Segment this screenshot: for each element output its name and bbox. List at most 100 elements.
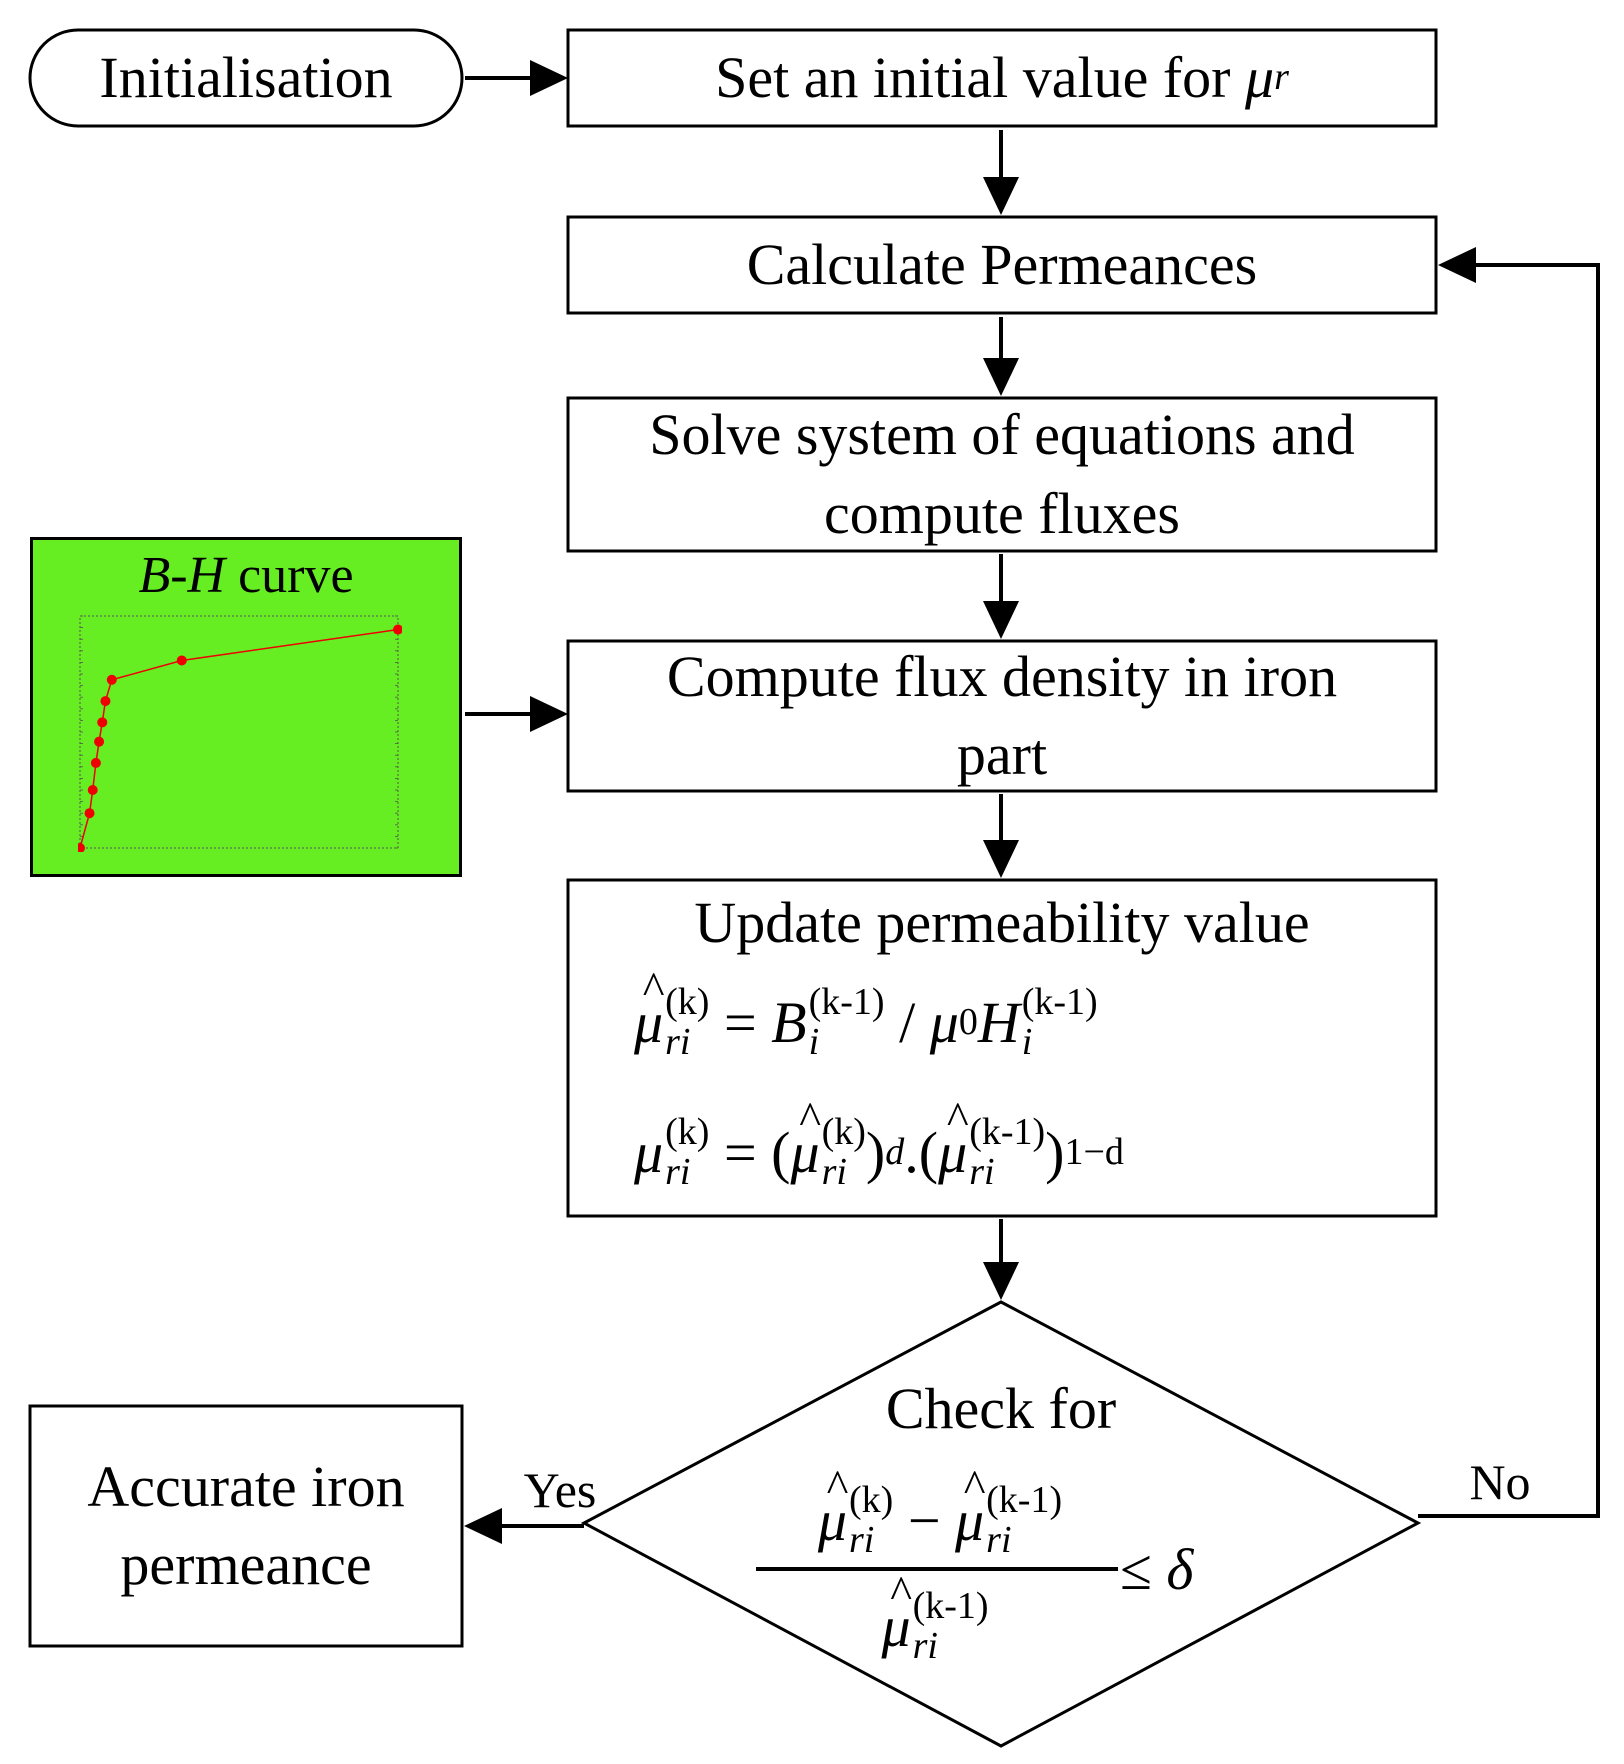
bh-point-0 bbox=[78, 843, 85, 852]
delta-symbol: δ bbox=[1166, 1536, 1194, 1602]
decision-diamond bbox=[580, 1300, 1422, 1748]
mu-hat-indices: (k-1)ri bbox=[912, 1585, 989, 1667]
right-paren: ) bbox=[865, 1119, 886, 1185]
initial-value-text: Set an initial value for bbox=[715, 44, 1231, 110]
yes-text: Yes bbox=[523, 1461, 597, 1518]
bh-point-5 bbox=[97, 717, 108, 728]
k-1-index: (k-1) bbox=[912, 1585, 989, 1628]
no-label: No bbox=[1440, 1452, 1560, 1512]
permeances-label: Calculate Permeances bbox=[746, 231, 1258, 297]
left-paren: ( bbox=[918, 1119, 939, 1185]
bh-title-italic: B-H bbox=[138, 546, 226, 604]
exp-1-minus-d: 1−d bbox=[1064, 1131, 1124, 1174]
ri-index: ri bbox=[912, 1625, 938, 1667]
bh-curve-points bbox=[78, 624, 402, 852]
mu-indices: (k)ri bbox=[665, 1111, 710, 1193]
flux-density-step: Compute flux density in iron part bbox=[568, 641, 1436, 791]
yes-label: Yes bbox=[500, 1460, 620, 1520]
update-step-title: Update permeability value bbox=[568, 888, 1436, 958]
k-1-index: (k-1) bbox=[1021, 981, 1098, 1024]
ri-index: ri bbox=[849, 1519, 875, 1561]
b-indices: (k-1)i bbox=[808, 981, 885, 1063]
solve-box bbox=[566, 396, 1438, 553]
bh-point-8 bbox=[176, 655, 187, 666]
flux-density-box bbox=[566, 639, 1438, 793]
mu-subscript: r bbox=[1274, 56, 1289, 99]
result-step: Accurate iron permeance bbox=[30, 1406, 462, 1646]
decision-denominator: μ (k-1)ri bbox=[800, 1565, 1070, 1672]
solve-line-2: compute fluxes bbox=[824, 480, 1180, 546]
bh-point-1 bbox=[84, 808, 95, 819]
result-line-2: permeance bbox=[120, 1532, 372, 1597]
mu-symbol: μ bbox=[1244, 44, 1275, 110]
ri-index: ri bbox=[665, 1151, 691, 1193]
update-equation-1: μ (k)ri = B (k-1)i / μ0 H (k-1)i bbox=[568, 961, 1436, 1078]
mu-hat: μ bbox=[955, 1459, 986, 1558]
permeances-box bbox=[566, 215, 1438, 315]
mu-hat-indices: (k)ri bbox=[821, 1111, 866, 1193]
no-text: No bbox=[1469, 1453, 1531, 1510]
k-1-index: (k-1) bbox=[969, 1111, 1046, 1154]
equals-sign: = bbox=[723, 1119, 757, 1185]
bh-point-7 bbox=[106, 674, 117, 685]
k-index: (k) bbox=[821, 1111, 866, 1154]
leq-sign: ≤ bbox=[1120, 1536, 1152, 1602]
k-1-index: (k-1) bbox=[808, 981, 885, 1024]
bh-plot-ticks bbox=[80, 615, 398, 849]
start-terminal-shape bbox=[28, 28, 464, 128]
bh-panel-title: B-H curve bbox=[30, 540, 462, 610]
right-paren: ) bbox=[1045, 1119, 1065, 1185]
result-box bbox=[28, 1404, 464, 1648]
bh-point-9 bbox=[393, 624, 402, 635]
mu-hat: μ bbox=[881, 1565, 912, 1664]
bh-curve-plot bbox=[78, 615, 402, 852]
ri-index: ri bbox=[969, 1151, 995, 1193]
mu-hat-indices: (k-1)ri bbox=[969, 1111, 1046, 1193]
k-index: (k) bbox=[665, 1111, 710, 1154]
dot: . bbox=[904, 1119, 919, 1185]
check-for-label: Check for bbox=[885, 1375, 1117, 1441]
bh-point-2 bbox=[87, 785, 98, 795]
bh-curve-line bbox=[79, 628, 399, 849]
mu-hat-indices: (k)ri bbox=[665, 981, 710, 1063]
bh-curve-panel bbox=[30, 537, 462, 877]
decision-title: Check for bbox=[784, 1374, 1218, 1444]
i-index: i bbox=[808, 1021, 820, 1063]
update-title: Update permeability value bbox=[694, 889, 1310, 955]
mu-hat-indices: (k)ri bbox=[849, 1479, 894, 1561]
permeances-step: Calculate Permeances bbox=[568, 217, 1436, 313]
ri-index: ri bbox=[665, 1021, 691, 1063]
flux-density-line-1: Compute flux density in iron bbox=[666, 643, 1338, 709]
zero-subscript: 0 bbox=[958, 1001, 978, 1044]
left-paren: ( bbox=[771, 1119, 791, 1185]
mu-symbol: μ bbox=[634, 1119, 664, 1185]
ri-index: ri bbox=[821, 1151, 847, 1193]
h-symbol: H bbox=[977, 989, 1020, 1055]
mu0-symbol: μ bbox=[929, 989, 959, 1055]
update-box bbox=[566, 878, 1438, 1218]
decision-numerator: μ (k)ri − μ (k-1)ri bbox=[740, 1459, 1140, 1566]
bh-point-6 bbox=[100, 696, 111, 707]
mu-hat: μ bbox=[634, 961, 665, 1060]
result-line-1: Accurate iron bbox=[87, 1453, 405, 1519]
b-symbol: B bbox=[771, 989, 807, 1055]
k-index: (k) bbox=[849, 1479, 894, 1522]
start-label: Initialisation bbox=[99, 44, 393, 110]
mu-hat: μ bbox=[938, 1091, 969, 1190]
minus-sign: − bbox=[907, 1487, 941, 1553]
slash: / bbox=[899, 989, 916, 1055]
equals-sign: = bbox=[723, 989, 757, 1055]
ri-index: ri bbox=[986, 1519, 1012, 1561]
flux-density-line-2: part bbox=[956, 722, 1048, 787]
bh-point-4 bbox=[94, 736, 105, 747]
bh-title-rest: curve bbox=[225, 546, 354, 604]
decision-inequality: ≤ δ bbox=[1120, 1530, 1250, 1610]
k-1-index: (k-1) bbox=[986, 1479, 1063, 1522]
mu-hat: μ bbox=[790, 1091, 821, 1190]
initial-value-box bbox=[566, 28, 1438, 128]
solve-step: Solve system of equations and compute fl… bbox=[568, 398, 1436, 551]
k-index: (k) bbox=[665, 981, 710, 1024]
bh-point-3 bbox=[90, 757, 101, 768]
